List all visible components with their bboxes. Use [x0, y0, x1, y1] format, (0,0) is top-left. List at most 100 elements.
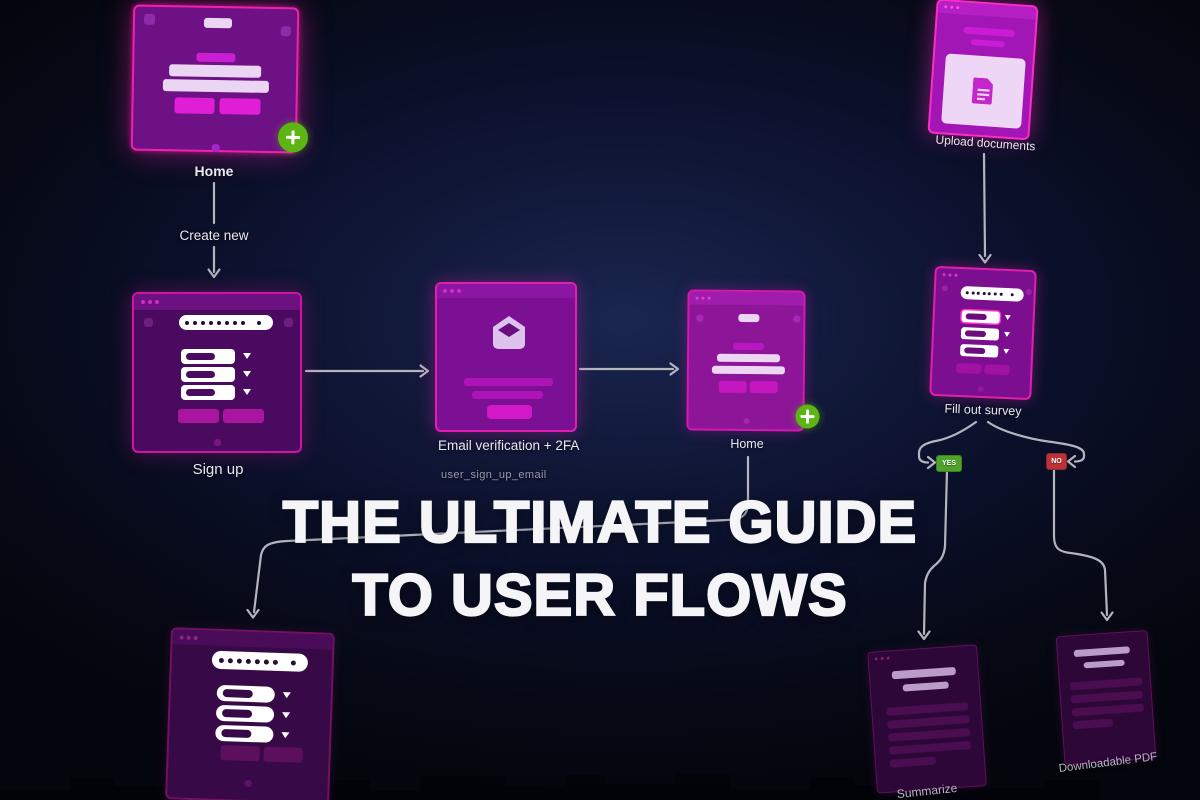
- slot-square: [696, 314, 704, 322]
- node-label-sign-up: Sign up: [192, 461, 244, 478]
- button-shape[interactable]: [223, 409, 264, 423]
- node-upload-documents[interactable]: [927, 0, 1039, 141]
- text-bar: [963, 26, 1015, 38]
- slot-square: [793, 315, 801, 323]
- arrowhead-down-survey: [978, 253, 992, 264]
- text-bar: [733, 342, 765, 351]
- text-row: [887, 728, 971, 742]
- slot-square: [144, 318, 153, 327]
- yes-badge[interactable]: YES: [936, 455, 962, 472]
- slot-dot: [244, 779, 252, 788]
- dropdown-caret-icon[interactable]: [243, 371, 251, 377]
- envelope-icon: [493, 316, 525, 349]
- button-shape[interactable]: [487, 405, 532, 419]
- window-titlebar: [134, 294, 300, 310]
- text-row: [889, 756, 937, 768]
- connector-home-formdark: [252, 455, 750, 614]
- slot-square: [143, 13, 156, 25]
- input-field[interactable]: [215, 724, 274, 743]
- button-shape[interactable]: [178, 409, 219, 423]
- button-shape[interactable]: [956, 362, 982, 374]
- connector-upload-survey: [982, 152, 987, 258]
- dropdown-caret-icon[interactable]: [281, 732, 290, 739]
- node-home-top[interactable]: [130, 4, 309, 154]
- title-line-2: TO USER FLOWS: [351, 562, 848, 629]
- password-field[interactable]: [179, 315, 273, 330]
- dropdown-caret-icon[interactable]: [282, 692, 291, 699]
- input-field[interactable]: [181, 385, 235, 400]
- slot-square: [941, 285, 949, 292]
- button-shape[interactable]: [984, 364, 1010, 376]
- title-line-1: THE ULTIMATE GUIDE: [282, 489, 918, 556]
- text-row: [1071, 703, 1145, 717]
- button-shape[interactable]: [263, 746, 303, 763]
- text-bar: [472, 391, 543, 399]
- document-icon: [971, 77, 993, 105]
- input-field[interactable]: [181, 349, 235, 364]
- slot-dot: [743, 417, 750, 425]
- dropdown-caret-icon[interactable]: [1003, 331, 1011, 338]
- window-dots-icon: [141, 300, 159, 304]
- window-dots-icon: [695, 296, 711, 300]
- no-badge[interactable]: NO: [1046, 453, 1067, 470]
- text-row: [1072, 718, 1114, 730]
- connector-survey-no: [986, 420, 1086, 463]
- header-bar: [203, 17, 233, 29]
- button-shape: [749, 381, 778, 394]
- node-form-dark[interactable]: [165, 627, 335, 800]
- input-field[interactable]: [960, 327, 1000, 341]
- dropdown-caret-icon[interactable]: [243, 389, 251, 395]
- input-field[interactable]: [959, 344, 999, 358]
- input-field[interactable]: [216, 684, 276, 703]
- window-titlebar: [937, 0, 1037, 20]
- button-shape[interactable]: [220, 745, 260, 762]
- plus-icon[interactable]: [795, 404, 820, 429]
- slot-square: [1025, 288, 1032, 296]
- button-shape: [219, 98, 261, 115]
- password-field[interactable]: [960, 285, 1024, 302]
- dropdown-caret-icon[interactable]: [281, 712, 291, 719]
- button-shape: [718, 380, 747, 394]
- dropdown-caret-icon[interactable]: [243, 353, 251, 359]
- input-field-highlighted[interactable]: [961, 310, 1000, 324]
- connector-no-pdf: [1052, 465, 1109, 617]
- page-title: THE ULTIMATE GUIDE TO USER FLOWS: [0, 486, 1200, 632]
- input-field[interactable]: [215, 704, 275, 723]
- flow-tag-email: user_sign_up_email: [441, 469, 547, 481]
- dropdown-caret-icon[interactable]: [1004, 314, 1011, 321]
- node-label-email-verification: Email verification + 2FA: [438, 438, 580, 453]
- arrowhead-down-pdf: [1100, 611, 1114, 622]
- node-sign-up[interactable]: [132, 292, 302, 453]
- connector-yes-summarize: [922, 468, 949, 636]
- arrowhead-down-signup: [207, 268, 221, 279]
- node-home-main[interactable]: [686, 289, 820, 432]
- node-fill-out-survey[interactable]: [929, 265, 1037, 401]
- text-row: [1069, 677, 1143, 691]
- arrowhead-down-summarize: [917, 630, 931, 641]
- text-bar: [1073, 646, 1130, 658]
- arrowhead-left-no: [1066, 454, 1077, 469]
- window-titlebar: [437, 284, 575, 298]
- text-bar: [891, 666, 956, 680]
- text-row: [888, 741, 972, 755]
- text-row: [887, 715, 970, 729]
- text-bar: [464, 378, 553, 386]
- slot-square: [284, 318, 293, 327]
- text-bar: [902, 681, 949, 692]
- node-downloadable-pdf[interactable]: [1055, 629, 1157, 766]
- window-dots-icon: [179, 635, 198, 641]
- node-label-home-top: Home: [194, 163, 234, 179]
- node-summarize[interactable]: [867, 644, 987, 794]
- dropdown-caret-icon[interactable]: [1003, 348, 1010, 355]
- text-bar: [711, 365, 785, 375]
- slot-dot: [214, 439, 221, 446]
- header-bar: [738, 313, 760, 323]
- text-bar: [1083, 659, 1125, 669]
- input-field[interactable]: [181, 367, 235, 382]
- text-row: [886, 702, 969, 716]
- node-email-verification[interactable]: [435, 282, 577, 432]
- password-field[interactable]: [211, 650, 309, 672]
- text-bar: [970, 39, 1006, 48]
